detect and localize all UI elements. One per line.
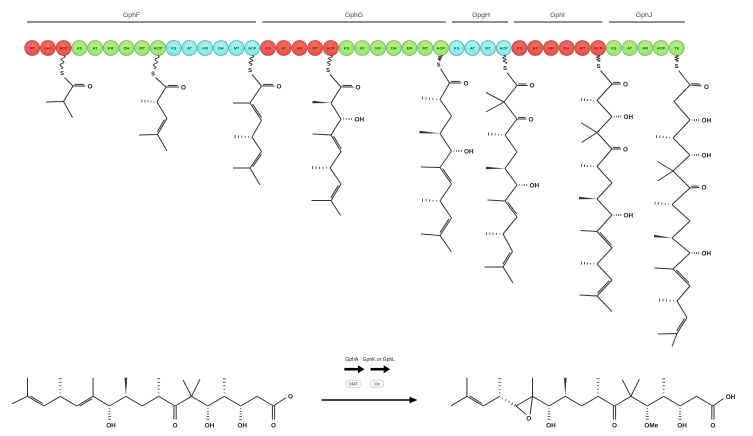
svg-text:OH: OH (624, 114, 634, 121)
svg-text:KS: KS (171, 46, 177, 51)
svg-text:S: S (675, 64, 679, 70)
svg-text:AT: AT (533, 46, 539, 51)
svg-text:O: O (529, 116, 534, 123)
svg-text:O: O (288, 394, 293, 401)
svg-text:AT: AT (187, 46, 193, 51)
svg-text:GphJ: GphJ (636, 12, 652, 19)
svg-text:OMT: OMT (348, 382, 358, 387)
svg-text:KR: KR (642, 46, 648, 51)
svg-text:O: O (530, 83, 535, 90)
svg-text:OH: OH (624, 212, 634, 219)
svg-text:OH: OH (464, 148, 474, 155)
svg-text:O: O (181, 84, 186, 91)
svg-text:Ox: Ox (374, 382, 380, 387)
svg-text:AT: AT (470, 46, 476, 51)
svg-text:OH: OH (546, 423, 556, 430)
svg-text:OH: OH (677, 423, 687, 430)
svg-text:KS: KS (265, 46, 271, 51)
svg-text:TE: TE (674, 46, 679, 51)
svg-text:AT: AT (627, 46, 633, 51)
svg-text:KS: KS (454, 46, 460, 51)
svg-text:MT: MT (234, 46, 240, 51)
svg-text:O: O (710, 422, 715, 429)
svg-text:AT: AT (93, 46, 99, 51)
svg-text:GphI: GphI (550, 12, 565, 19)
svg-text:DH: DH (391, 46, 397, 51)
svg-text:OH: OH (726, 394, 736, 401)
svg-text:O: O (464, 80, 469, 87)
svg-text:GpgH: GpgH (472, 12, 490, 19)
svg-text:DH: DH (124, 46, 130, 51)
svg-text:S: S (60, 71, 64, 77)
svg-text:O: O (356, 84, 361, 91)
svg-text:KS: KS (517, 46, 523, 51)
svg-text:ACP: ACP (594, 46, 603, 51)
svg-text:AT: AT (360, 46, 366, 51)
svg-text:S: S (597, 64, 601, 70)
svg-text:OH: OH (702, 117, 712, 124)
svg-text:ACP: ACP (437, 46, 446, 51)
svg-text:OH: OH (702, 152, 712, 159)
svg-text:S: S (248, 68, 252, 74)
svg-text:S: S (326, 68, 330, 74)
svg-text:GphK or GphL: GphK or GphL (363, 357, 395, 363)
svg-text:S: S (151, 72, 155, 78)
svg-text:O: O (526, 416, 531, 423)
svg-text:O: O (271, 422, 276, 429)
svg-text:KR: KR (108, 46, 114, 51)
svg-text:OH: OH (355, 116, 365, 123)
svg-text:ACP: ACP (327, 46, 336, 51)
svg-text:O: O (612, 422, 617, 429)
svg-text:GphA: GphA (345, 357, 358, 363)
svg-text:GphG: GphG (345, 12, 363, 19)
svg-text:O: O (173, 422, 178, 429)
svg-text:OH: OH (530, 182, 540, 189)
svg-text:O: O (623, 81, 628, 88)
svg-text:MT: MT (580, 46, 586, 51)
svg-text:ACP: ACP (248, 46, 257, 51)
svg-text:OMe: OMe (644, 423, 658, 430)
svg-text:KS: KS (611, 46, 617, 51)
svg-text:O: O (704, 84, 709, 91)
svg-text:MT: MT (312, 46, 318, 51)
svg-text:ACP: ACP (657, 46, 666, 51)
svg-text:GNAT: GNAT (44, 47, 52, 51)
svg-text:DH: DH (564, 46, 570, 51)
svg-text:ACP: ACP (500, 46, 509, 51)
svg-text:ACP: ACP (59, 46, 68, 51)
svg-text:O: O (623, 146, 628, 153)
svg-text:KR: KR (375, 46, 381, 51)
svg-text:MT: MT (485, 46, 491, 51)
svg-text:KR: KR (297, 46, 303, 51)
svg-text:ACP: ACP (154, 46, 163, 51)
svg-text:OH: OH (702, 250, 712, 257)
svg-text:KR: KR (202, 46, 208, 51)
svg-text:MT: MT (29, 46, 35, 51)
svg-text:S: S (437, 63, 441, 69)
svg-text:DH: DH (218, 46, 224, 51)
svg-text:O: O (277, 83, 282, 90)
svg-text:OH: OH (237, 423, 247, 430)
svg-text:O: O (702, 185, 707, 192)
svg-text:S: S (503, 66, 507, 72)
svg-text:KR: KR (548, 46, 554, 51)
svg-text:MT: MT (139, 46, 145, 51)
svg-text:OH: OH (205, 423, 215, 430)
svg-text:GphF: GphF (123, 12, 140, 19)
svg-text:KS: KS (77, 46, 83, 51)
svg-text:KS: KS (344, 46, 350, 51)
svg-text:O: O (88, 83, 93, 90)
svg-text:AT: AT (281, 46, 287, 51)
svg-text:MT: MT (422, 46, 428, 51)
svg-text:OH: OH (106, 423, 116, 430)
svg-text:ER: ER (407, 46, 413, 51)
